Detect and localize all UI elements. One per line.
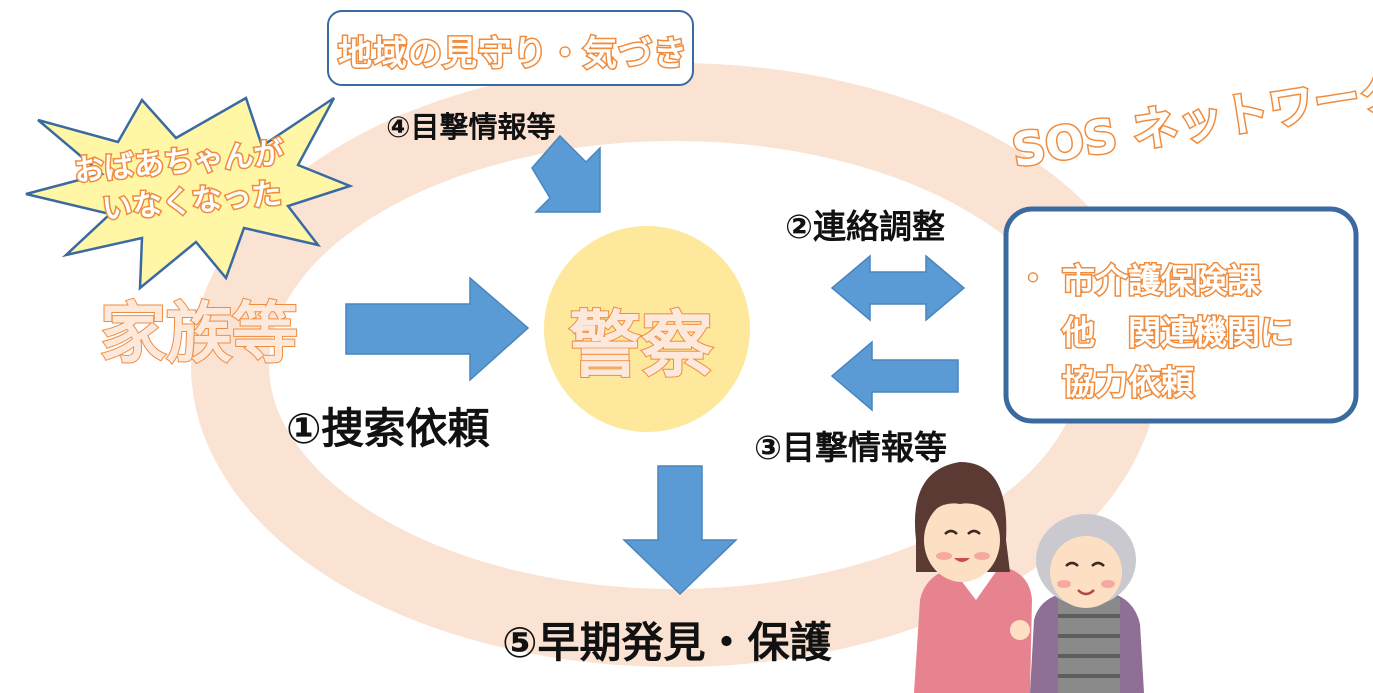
police-circle bbox=[544, 226, 750, 432]
arrow-watch-to-police bbox=[531, 134, 601, 213]
police-label: 警察 bbox=[568, 302, 714, 388]
watch-box bbox=[327, 10, 694, 86]
partner-bullet: ・ bbox=[1017, 261, 1050, 299]
partner-line-2: 他 関連機関に bbox=[1061, 312, 1295, 354]
partner-box bbox=[1003, 206, 1359, 424]
arrow-coordination-double bbox=[830, 254, 966, 322]
arrow-partners-to-police bbox=[830, 340, 959, 412]
step-2-label: ②連絡調整 bbox=[785, 207, 945, 246]
arrow-family-to-police bbox=[345, 276, 530, 382]
family-label: 家族等 bbox=[99, 294, 299, 373]
caregiver-illustration bbox=[914, 462, 1032, 693]
step-4-label: ④目撃情報等 bbox=[386, 110, 556, 144]
step-5-label: ⑤早期発見・保護 bbox=[502, 618, 832, 667]
grandmother-illustration bbox=[1010, 514, 1144, 693]
partner-line-3: 協力依頼 bbox=[1061, 362, 1196, 404]
arrow-police-to-discovery bbox=[622, 465, 738, 596]
alert-starburst bbox=[25, 96, 354, 291]
step-3-label: ③目撃情報等 bbox=[754, 428, 947, 467]
step-1-label: ①捜索依頼 bbox=[286, 404, 490, 453]
partner-line-1: 市介護保険課 bbox=[1061, 260, 1262, 302]
watch-box-label: 地域の見守り・気づき bbox=[337, 33, 689, 76]
